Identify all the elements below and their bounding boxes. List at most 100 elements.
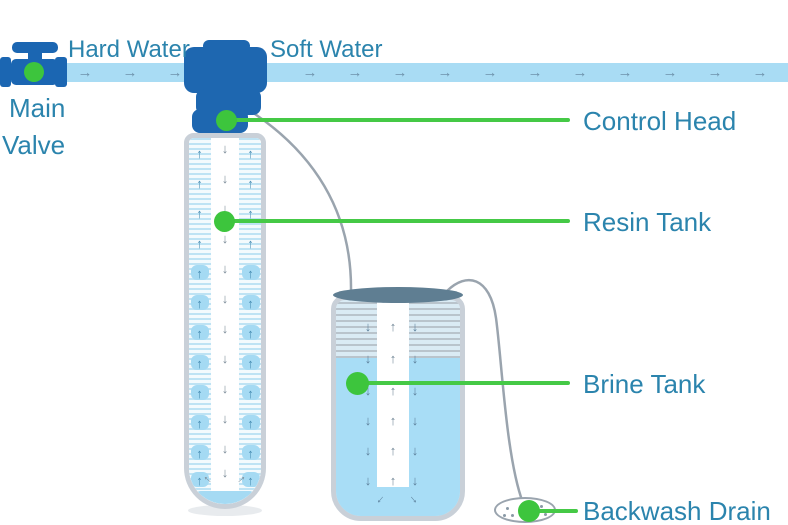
- down-arrow-icon: ↓: [411, 443, 419, 458]
- drain-dot-icon: [540, 505, 543, 508]
- down-arrow-icon: ↓: [364, 351, 372, 366]
- control-head-label: Control Head: [583, 106, 737, 136]
- up-arrow-icon: ↑: [389, 443, 397, 458]
- main-valve-label-line2: Valve: [2, 130, 66, 160]
- resin-center-channel: [211, 138, 239, 504]
- down-arrow-icon: ↓: [221, 231, 229, 246]
- resin-bead-blob: [190, 325, 209, 340]
- resin-bead-blob: [190, 385, 209, 400]
- up-arrow-icon: ↑: [389, 351, 397, 366]
- control-head-callout-line: [232, 118, 570, 122]
- up-arrow-icon: ↑: [247, 146, 254, 161]
- flow-arrow-icon: →: [482, 64, 498, 81]
- flow-arrow-icon: →: [572, 64, 588, 81]
- backwash-drain-callout-line: [537, 509, 578, 513]
- resin-bead-blob: [241, 295, 260, 310]
- down-arrow-icon: ↓: [221, 381, 229, 396]
- down-arrow-icon: ↓: [221, 411, 229, 426]
- up-arrow-icon: ↑: [389, 413, 397, 428]
- brine-tank-callout-line: [364, 381, 570, 385]
- control-head-to-brine-tube: [251, 110, 353, 292]
- down-arrow-icon: ↓: [411, 473, 419, 488]
- down-arrow-icon: ↓: [364, 443, 372, 458]
- backwash-drain-callout-dot: [518, 500, 540, 522]
- up-arrow-icon: ↑: [196, 236, 203, 251]
- control-head-callout-dot: [216, 110, 237, 131]
- down-arrow-icon: ↓: [221, 441, 229, 456]
- flow-arrow-icon: →: [707, 64, 723, 81]
- flow-arrow-icon: →: [392, 64, 408, 81]
- down-arrow-icon: ↓: [221, 141, 229, 156]
- resin-bead-blob: [241, 355, 260, 370]
- up-arrow-icon: ↑: [389, 473, 397, 488]
- valve-handle-icon: [12, 42, 58, 53]
- flow-arrow-icon: →: [527, 64, 543, 81]
- resin-bead-blob: [190, 265, 209, 280]
- down-arrow-icon: ↓: [221, 351, 229, 366]
- resin-tank-callout-dot: [214, 211, 235, 232]
- flow-arrow-icon: →: [437, 64, 453, 81]
- hard-water-label: Hard Water: [68, 36, 190, 63]
- up-arrow-icon: ↑: [247, 176, 254, 191]
- flow-arrow-icon: →: [662, 64, 678, 81]
- resin-bead-blob: [190, 355, 209, 370]
- up-arrow-icon: ↑: [196, 206, 203, 221]
- drain-dot-icon: [544, 513, 547, 516]
- brine-tank-label: Brine Tank: [583, 369, 706, 399]
- down-arrow-icon: ↓: [411, 319, 419, 334]
- resin-bead-blob: [190, 472, 209, 487]
- control-head-body: [184, 47, 267, 93]
- main-valve-icon: [0, 40, 70, 88]
- resin-tank: ↑↑↓↑↑↓↑↑↓↑↑↓↑↑↓↑↑↓↑↑↓↑↑↓↑↑↓↑↑↓↑↑↓↑↑↓ ↑ ↑: [184, 133, 266, 509]
- down-arrow-icon: ↓: [221, 291, 229, 306]
- down-arrow-icon: ↓: [411, 383, 419, 398]
- resin-bead-blob: [190, 295, 209, 310]
- down-arrow-icon: ↓: [221, 171, 229, 186]
- down-arrow-icon: ↓: [364, 473, 372, 488]
- valve-left-fitting-icon: [0, 57, 11, 87]
- resin-flow-arrows: ↑↑↓↑↑↓↑↑↓↑↑↓↑↑↓↑↑↓↑↑↓↑↑↓↑↑↓↑↑↓↑↑↓↑↑↓: [189, 138, 261, 504]
- resin-tank-label: Resin Tank: [583, 207, 712, 237]
- up-arrow-icon: ↑: [247, 236, 254, 251]
- water-pipe: →→→→→→→→→→→→→→: [0, 63, 788, 82]
- down-arrow-icon: ↓: [221, 321, 229, 336]
- down-arrow-icon: ↓: [364, 413, 372, 428]
- resin-bead-blob: [241, 325, 260, 340]
- resin-bead-blob: [241, 385, 260, 400]
- resin-tank-shadow: [188, 505, 262, 516]
- flow-arrow-icon: →: [302, 64, 318, 81]
- flow-arrow-icon: →: [167, 64, 183, 81]
- flow-arrow-icon: →: [122, 64, 138, 81]
- main-valve-label-line1: Main: [9, 93, 66, 123]
- brine-tank-lid: [333, 287, 463, 303]
- resin-bead-blob: [241, 265, 260, 280]
- flow-arrow-icon: →: [77, 64, 93, 81]
- down-arrow-icon: ↓: [221, 261, 229, 276]
- drain-dot-icon: [511, 514, 514, 517]
- resin-tank-callout-line: [230, 219, 570, 223]
- pipe-flow-arrows: →→→→→→→→→→→→→→: [0, 63, 788, 82]
- resin-bottom-bed: [193, 491, 257, 504]
- down-arrow-icon: ↓: [411, 351, 419, 366]
- backwash-drain-label: Backwash Drain: [583, 496, 771, 525]
- resin-bed-left: [189, 138, 211, 504]
- resin-bead-blob: [241, 445, 260, 460]
- resin-bead-blob: [190, 415, 209, 430]
- down-arrow-icon: ↓: [411, 413, 419, 428]
- up-arrow-icon: ↑: [389, 383, 397, 398]
- drain-dot-icon: [503, 514, 506, 517]
- down-arrow-icon: ↓: [364, 319, 372, 334]
- valve-right-fitting-icon: [55, 57, 67, 87]
- brine-tank-callout-dot: [346, 372, 369, 395]
- drain-dot-icon: [506, 507, 509, 510]
- up-arrow-icon: ↑: [196, 146, 203, 161]
- resin-bead-blob: [241, 415, 260, 430]
- flow-arrow-icon: →: [617, 64, 633, 81]
- brine-tank: ↓↓↑↓↓↑↓↓↑↓↓↑↓↓↑↓↓↑ ↓ ↓: [331, 295, 465, 521]
- valve-green-dot-icon: [24, 62, 44, 82]
- resin-bead-blob: [190, 445, 209, 460]
- flow-arrow-icon: →: [347, 64, 363, 81]
- brine-pickup-column: [377, 300, 409, 487]
- resin-bead-blob: [241, 472, 260, 487]
